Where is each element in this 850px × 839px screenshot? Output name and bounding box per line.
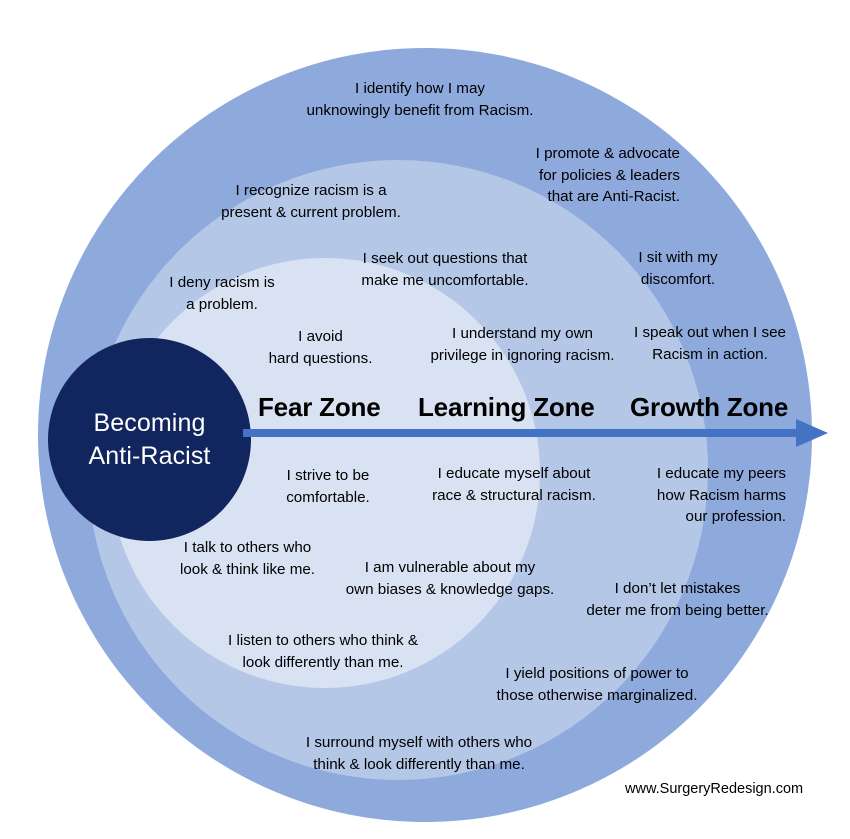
zone-label-growth: Growth Zone: [630, 392, 789, 422]
core-title-line-2: Anti-Racist: [88, 441, 211, 470]
statement-fear-avoid: I avoid hard questions.: [248, 326, 393, 369]
progression-arrow-icon: [243, 419, 828, 447]
statement-growth-sit: I sit with my discomfort.: [613, 247, 743, 290]
statement-learning-understand-privilege: I understand my own privilege in ignorin…: [410, 323, 635, 366]
statement-line: that are Anti-Racist.: [547, 188, 680, 206]
statement-line: I surround myself with others who: [305, 734, 533, 751]
statement-line: I educate myself about: [437, 465, 591, 482]
statement-fear-deny: I deny racism is a problem.: [142, 272, 302, 315]
statement-growth-yield-power: I yield positions of power to those othe…: [472, 663, 722, 706]
statement-line: I understand my own: [452, 325, 593, 342]
source-credit: www.SurgeryRedesign.com: [625, 781, 804, 797]
statement-line: I yield positions of power to: [505, 665, 689, 682]
statement-line: I strive to be: [286, 467, 370, 484]
statement-growth-mistakes: I don’t let mistakes deter me from being…: [570, 578, 785, 621]
statement-line: Racism in action.: [652, 345, 768, 363]
statement-line: make me uncomfortable.: [361, 271, 529, 289]
zone-label-learning: Learning Zone: [418, 392, 595, 422]
statement-line: I am vulnerable about my: [364, 559, 536, 576]
core-title-line-1: Becoming: [93, 408, 206, 437]
statement-learning-vulnerable: I am vulnerable about my own biases & kn…: [325, 557, 575, 600]
statement-line: those otherwise marginalized.: [496, 686, 698, 704]
statement-line: present & current problem.: [221, 203, 401, 221]
statement-growth-speak-out: I speak out when I see Racism in action.: [620, 322, 800, 365]
statement-line: a problem.: [186, 295, 258, 313]
statement-growth-surround: I surround myself with others who think …: [285, 732, 553, 775]
statement-line: I deny racism is: [169, 274, 275, 291]
statement-line: I sit with my: [638, 249, 718, 266]
statement-line: I avoid: [298, 328, 343, 345]
statement-line: for policies & leaders: [539, 166, 680, 184]
statement-line: race & structural racism.: [432, 486, 596, 504]
statement-line: I speak out when I see: [634, 324, 786, 341]
statement-line: comfortable.: [286, 488, 370, 506]
statement-line: I listen to others who think &: [228, 632, 418, 649]
statement-line: I recognize racism is a: [235, 182, 387, 199]
statement-line: I promote & advocate: [535, 145, 680, 162]
statement-line: privilege in ignoring racism.: [430, 346, 615, 364]
statement-growth-identify: I identify how I may unknowingly benefit…: [290, 78, 550, 121]
statement-line: our profession.: [685, 508, 786, 526]
statement-line: look & think like me.: [179, 560, 316, 578]
statement-line: discomfort.: [640, 270, 716, 288]
statement-line: how Racism harms: [656, 486, 786, 504]
statement-line: look differently than me.: [242, 653, 404, 671]
statement-growth-promote: I promote & advocate for policies & lead…: [480, 143, 680, 208]
statement-growth-educate-peers: I educate my peers how Racism harms our …: [620, 463, 786, 528]
core-label-circle: Becoming Anti-Racist: [48, 338, 251, 541]
statement-fear-talk-to-similar: I talk to others who look & think like m…: [160, 537, 335, 580]
statement-line: think & look differently than me.: [313, 755, 525, 773]
statement-learning-recognize: I recognize racism is a present & curren…: [196, 180, 426, 223]
statement-learning-listen: I listen to others who think & look diff…: [198, 630, 448, 673]
zone-label-fear: Fear Zone: [258, 392, 381, 422]
statement-line: I don’t let mistakes: [614, 580, 741, 597]
statement-fear-strive: I strive to be comfortable.: [253, 465, 403, 508]
statement-line: I educate my peers: [656, 465, 786, 482]
statement-line: unknowingly benefit from Racism.: [306, 101, 534, 119]
statement-learning-educate-myself: I educate myself about race & structural…: [415, 463, 613, 506]
statement-line: hard questions.: [268, 349, 373, 367]
statement-line: I identify how I may: [355, 80, 485, 97]
statement-line: I seek out questions that: [362, 250, 528, 267]
statement-line: deter me from being better.: [586, 601, 769, 619]
statement-line: I talk to others who: [183, 539, 312, 556]
statement-line: own biases & knowledge gaps.: [345, 580, 555, 598]
statement-learning-seek-out: I seek out questions that make me uncomf…: [340, 248, 550, 291]
